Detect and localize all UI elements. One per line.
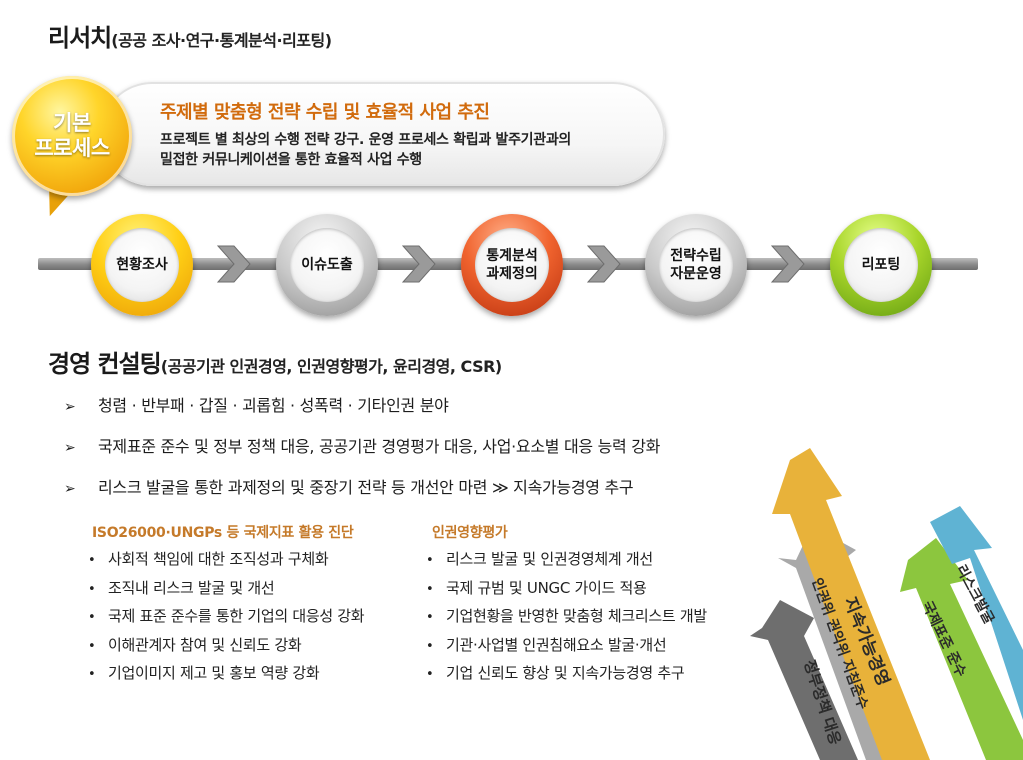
step-label: 이슈도출 <box>301 257 353 273</box>
list-item: •사회적 책임에 대한 조직성과 구체화 <box>88 550 329 568</box>
step-label: 리포팅 <box>861 257 901 273</box>
hria-column-heading: 인권영향평가 <box>432 525 508 541</box>
research-section-title: 리서치(공공 조사·연구·통계분석·리포팅) <box>48 18 332 53</box>
consulting-item: ➢ 청렴 · 반부패 · 갑질 · 괴롭힘 · 성폭력 · 기타인권 분야 <box>64 392 449 416</box>
bullet-dot-icon: • <box>88 638 96 654</box>
list-item: •리스크 발굴 및 인권경영체계 개선 <box>426 550 653 568</box>
list-item: •기업이미지 제고 및 홍보 역량 강화 <box>88 664 320 682</box>
process-heading: 주제별 맞춤형 전략 수립 및 효율적 사업 추진 <box>160 102 490 123</box>
list-item: •기업현황을 반영한 맞춤형 체크리스트 개발 <box>426 607 707 625</box>
arrow-bullet-icon: ➢ <box>64 399 76 415</box>
iso-column-list: •사회적 책임에 대한 조직성과 구체화 •조직내 리스크 발굴 및 개선 •국… <box>88 548 365 691</box>
list-item: •국제 표준 준수를 통한 기업의 대응성 강화 <box>88 607 365 625</box>
research-title-main: 리서치 <box>48 24 112 52</box>
step-label-line2: 자문운영 <box>670 266 722 282</box>
list-item: •기업 신뢰도 향상 및 지속가능경영 추구 <box>426 664 685 682</box>
arrow-standards <box>900 538 1023 760</box>
consulting-item-text: 국제표준 준수 및 정부 정책 대응, 공공기관 경영평가 대응, 사업·요소별… <box>98 437 661 456</box>
consulting-title-main: 경영 컨설팅 <box>48 350 162 378</box>
list-item: •이해관계자 참여 및 신뢰도 강화 <box>88 635 302 654</box>
process-desc-line1: 프로젝트 별 최상의 수행 전략 강구. 운영 프로세스 확립과 발주기관과의 <box>160 132 572 148</box>
process-step-strategy: 전략수립 자문운영 <box>645 214 747 316</box>
bullet-dot-icon: • <box>88 581 96 597</box>
bubble-label-line2: 프로세스 <box>34 136 110 160</box>
process-step-reporting: 리포팅 <box>830 214 932 316</box>
process-step-issue: 이슈도출 <box>276 214 378 316</box>
process-desc-line2: 밀접한 커뮤니케이션을 통한 효율적 사업 수행 <box>160 152 422 168</box>
bullet-dot-icon: • <box>88 610 96 625</box>
chevron-right-icon <box>216 245 251 283</box>
hria-column-list: •리스크 발굴 및 인권경영체계 개선 •국제 규범 및 UNGC 가이드 적용… <box>426 548 707 691</box>
bullet-dot-icon: • <box>426 553 434 568</box>
bullet-dot-icon: • <box>88 667 96 682</box>
chevron-right-icon <box>586 245 621 283</box>
iso-column-heading: ISO26000·UNGPs 등 국제지표 활용 진단 <box>92 525 354 541</box>
arrow-risk <box>930 506 1023 720</box>
growth-arrows-graphic: 정부정책 대응 인권위 권익위 지침준수 지속가능경영 국제표준 준수 리스크발… <box>750 448 1023 760</box>
bullet-dot-icon: • <box>426 610 434 625</box>
arrow-policy <box>750 600 858 760</box>
step-label-line1: 통계분석 <box>486 248 538 264</box>
chevron-right-icon <box>401 245 436 283</box>
bullet-dot-icon: • <box>426 667 434 682</box>
bullet-dot-icon: • <box>426 638 434 654</box>
bullet-dot-icon: • <box>88 553 96 568</box>
consulting-item-text: 리스크 발굴을 통한 과제정의 및 중장기 전략 등 개선안 마련 ≫ 지속가능… <box>98 478 634 497</box>
consulting-item-text: 청렴 · 반부패 · 갑질 · 괴롭힘 · 성폭력 · 기타인권 분야 <box>98 396 449 415</box>
arrow-bullet-icon: ➢ <box>64 481 76 497</box>
list-item: •조직내 리스크 발굴 및 개선 <box>88 578 275 597</box>
research-title-sub: (공공 조사·연구·통계분석·리포팅) <box>111 31 332 50</box>
process-banner <box>100 82 665 186</box>
list-item: •기관·사업별 인권침해요소 발굴·개선 <box>426 635 667 654</box>
bullet-dot-icon: • <box>426 581 434 597</box>
arrow-sustainability <box>772 448 930 760</box>
step-label: 현황조사 <box>116 257 168 273</box>
step-label-line2: 과제정의 <box>486 266 538 282</box>
arrow-bullet-icon: ➢ <box>64 440 76 456</box>
process-step-survey: 현황조사 <box>91 214 193 316</box>
process-description: 프로젝트 별 최상의 수행 전략 강구. 운영 프로세스 확립과 발주기관과의 … <box>160 130 571 170</box>
process-step-analysis: 통계분석 과제정의 <box>461 214 563 316</box>
consulting-section-title: 경영 컨설팅(공공기관 인권경영, 인권영향평가, 윤리경영, CSR) <box>48 344 502 379</box>
consulting-title-sub: (공공기관 인권경영, 인권영향평가, 윤리경영, CSR) <box>160 357 502 376</box>
consulting-item: ➢ 국제표준 준수 및 정부 정책 대응, 공공기관 경영평가 대응, 사업·요소… <box>64 433 660 457</box>
bubble-label-line1: 기본 <box>53 111 91 135</box>
process-bubble-badge: 기본 프로세스 <box>12 76 132 196</box>
list-item: •국제 규범 및 UNGC 가이드 적용 <box>426 578 647 597</box>
chevron-right-icon <box>770 245 805 283</box>
step-label-line1: 전략수립 <box>670 248 722 264</box>
consulting-item: ➢ 리스크 발굴을 통한 과제정의 및 중장기 전략 등 개선안 마련 ≫ 지속가… <box>64 474 634 498</box>
